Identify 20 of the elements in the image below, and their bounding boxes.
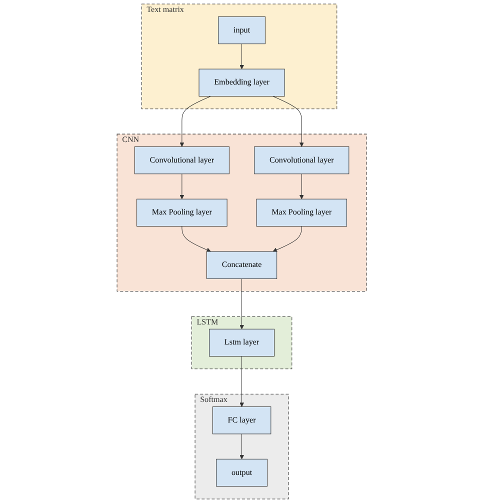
node-box: Lstm layer: [209, 328, 275, 357]
node-box: input: [218, 16, 266, 44]
arrow: [240, 356, 244, 407]
node-box: FC layer: [212, 406, 272, 434]
node-box: Convolutional layer: [254, 146, 350, 174]
node-box: Convolutional layer: [134, 146, 230, 174]
node-box: Max Pooling layer: [136, 198, 228, 227]
arrow: [300, 174, 304, 200]
arrow: [240, 278, 244, 330]
arrow: [182, 226, 212, 252]
arrow: [240, 44, 244, 70]
arrow: [180, 96, 212, 147]
arrow: [272, 96, 304, 147]
node-box: Embedding layer: [198, 68, 286, 97]
node-box: Max Pooling layer: [256, 198, 348, 227]
arrow: [180, 174, 184, 200]
arrow: [240, 434, 244, 460]
arrow: [272, 226, 302, 252]
node-box: Concatenate: [206, 251, 278, 279]
node-box: output: [216, 458, 268, 487]
